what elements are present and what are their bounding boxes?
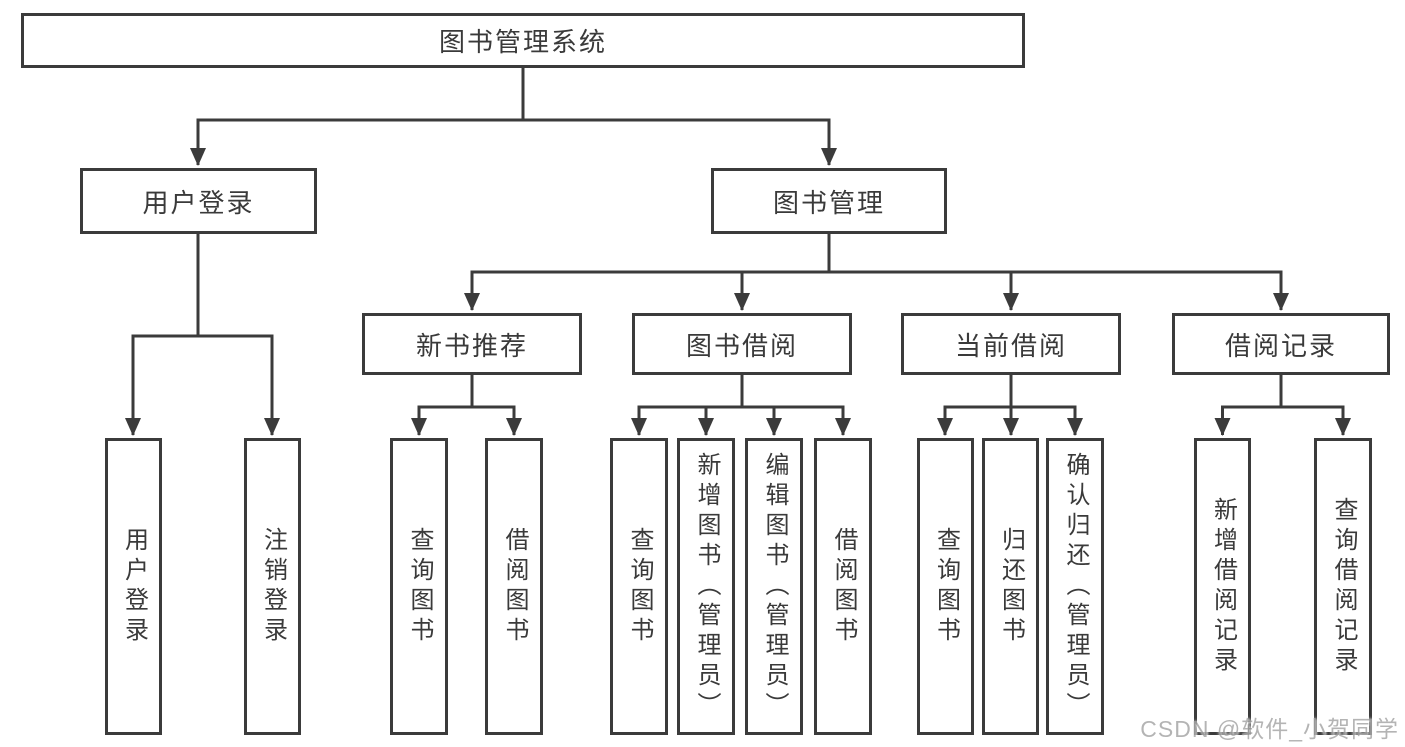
connector-book-borrow-children xyxy=(631,375,851,436)
node-borrow-records: 借阅记录 xyxy=(1172,313,1390,375)
leaf-logout-login-label: 注销登录 xyxy=(259,526,287,647)
leaf-query-books-borrow: 查询图书 xyxy=(610,438,668,735)
csdn-watermark: CSDN @软件_小贺同学 xyxy=(1140,716,1399,742)
node-library-system: 图书管理系统 xyxy=(21,13,1025,68)
leaf-borrow-books-recommend-label: 借阅图书 xyxy=(501,526,528,647)
leaf-edit-books-admin: 编辑图书（管理员） xyxy=(745,438,803,735)
leaf-user-login-label: 用户登录 xyxy=(120,526,148,647)
connector-current-borrow-children xyxy=(937,375,1083,436)
node-new-book-recommend-label: 新书推荐 xyxy=(415,330,528,361)
leaf-return-books: 归还图书 xyxy=(982,438,1039,735)
node-user-login-label: 用户登录 xyxy=(142,187,255,218)
leaf-borrow-books: 借阅图书 xyxy=(814,438,872,735)
node-book-borrow-label: 图书借阅 xyxy=(685,330,798,361)
leaf-confirm-return-admin: 确认归还（管理员） xyxy=(1046,438,1104,735)
leaf-return-books-label: 归还图书 xyxy=(997,526,1025,647)
leaf-add-books-admin: 新增图书（管理员） xyxy=(677,438,735,735)
leaf-edit-books-admin-label: 编辑图书（管理员） xyxy=(761,451,788,722)
leaf-logout-login: 注销登录 xyxy=(244,438,301,735)
node-book-borrow: 图书借阅 xyxy=(632,313,852,375)
leaf-query-books-recommend-label: 查询图书 xyxy=(406,526,433,647)
node-user-login: 用户登录 xyxy=(80,168,317,234)
leaf-add-borrow-record: 新增借阅记录 xyxy=(1194,438,1251,735)
node-book-management: 图书管理 xyxy=(711,168,947,234)
leaf-borrow-books-label: 借阅图书 xyxy=(830,526,857,647)
leaf-query-books-current: 查询图书 xyxy=(917,438,974,735)
connector-new-book-children xyxy=(411,375,522,436)
node-current-borrow: 当前借阅 xyxy=(901,313,1121,375)
leaf-query-borrow-record: 查询借阅记录 xyxy=(1314,438,1372,735)
connector-borrow-record-children xyxy=(1214,375,1351,436)
node-library-system-label: 图书管理系统 xyxy=(438,27,607,57)
connector-root-to-level2 xyxy=(190,68,837,166)
leaf-query-borrow-record-label: 查询借阅记录 xyxy=(1330,496,1357,677)
connector-book-mgmt-children xyxy=(464,234,1289,311)
node-current-borrow-label: 当前借阅 xyxy=(954,330,1067,361)
node-borrow-records-label: 借阅记录 xyxy=(1224,330,1337,361)
leaf-add-books-admin-label: 新增图书（管理员） xyxy=(693,451,720,722)
leaf-add-borrow-record-label: 新增借阅记录 xyxy=(1209,496,1237,677)
leaf-borrow-books-recommend: 借阅图书 xyxy=(485,438,543,735)
leaf-query-books-current-label: 查询图书 xyxy=(932,526,960,647)
leaf-query-books-recommend: 查询图书 xyxy=(390,438,448,735)
node-book-management-label: 图书管理 xyxy=(772,187,885,218)
leaf-query-books-borrow-label: 查询图书 xyxy=(626,526,653,647)
leaf-confirm-return-admin-label: 确认归还（管理员） xyxy=(1062,451,1089,722)
node-new-book-recommend: 新书推荐 xyxy=(362,313,582,375)
leaf-user-login: 用户登录 xyxy=(105,438,162,735)
connector-user-login-children xyxy=(125,234,280,436)
